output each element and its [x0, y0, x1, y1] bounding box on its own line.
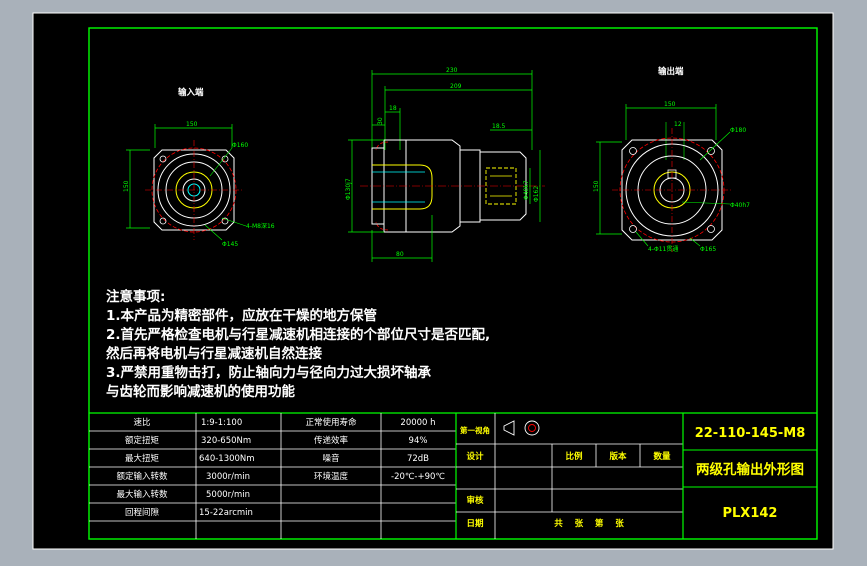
side-body-dim: 209	[450, 83, 462, 90]
side-b-dim: 30	[377, 117, 384, 125]
drawing-frame	[88, 27, 818, 540]
input-circle-dim: Φ160	[232, 142, 248, 149]
drawing-name: 两级孔输出外形图	[696, 461, 804, 478]
input-holes-dim: 4-M8深16	[246, 222, 275, 230]
spec-table: 速比 1:9-1:100 正常使用寿命 20000 h 额定扭矩 320-650…	[116, 417, 445, 518]
notes-block: 注意事项: 1.本产品为精密部件，应放在干燥的地方保管 2.首先严格检查电机与行…	[106, 288, 666, 402]
spec-cell-0-0: 速比	[133, 417, 150, 428]
spec-cell-3-3: -20℃-+90℃	[391, 472, 445, 482]
input-width-dim: 150	[186, 121, 198, 128]
notes-heading: 注意事项:	[106, 289, 166, 305]
spec-cell-1-1: 320-650Nm	[201, 436, 251, 446]
side-d2-dim: Φ162	[533, 186, 540, 202]
scale-label: 比例	[565, 451, 583, 462]
input-view-title: 输入端	[178, 87, 204, 98]
model-number: PLX142	[723, 506, 778, 521]
notes-line-5: 与齿轮而影响减速机的使用功能	[106, 384, 295, 400]
check2-label: 审核	[466, 495, 484, 506]
spec-cell-2-1: 640-1300Nm	[199, 454, 255, 464]
spec-cell-5-0: 回程间隙	[125, 507, 160, 518]
input-view: 输入端 150 150 Φ160 4-M8深16 Φ145	[123, 87, 275, 248]
spec-cell-5-1: 15-22arcmin	[199, 508, 253, 518]
side-d1-dim: Φ130j7	[345, 178, 352, 200]
spec-cell-4-0: 最大输入转数	[116, 489, 168, 500]
spec-cell-4-1: 5000r/min	[206, 490, 250, 500]
side-total-dim: 230	[446, 67, 458, 74]
drawing-code: 22-110-145-M8	[695, 426, 806, 441]
output-circle-dim: Φ180	[730, 127, 746, 134]
side-bottom-dim: 80	[396, 251, 404, 258]
spec-cell-1-3: 94%	[409, 436, 428, 446]
spec-cell-2-0: 最大扭矩	[125, 453, 160, 464]
spec-table-grid	[89, 412, 817, 539]
side-flange-dim: 18.5	[492, 123, 506, 130]
spec-cell-0-1: 1:9-1:100	[201, 418, 242, 428]
spec-cell-2-3: 72dB	[407, 454, 429, 464]
output-view: 输出端 150 150 12 Φ180 Φ40h7 4-Φ11贯通 Φ165	[593, 66, 750, 253]
spec-cell-3-1: 3000r/min	[206, 472, 250, 482]
output-key-dim: 4-Φ11贯通	[648, 245, 678, 253]
quantity-label: 数量	[653, 451, 671, 462]
notes-line-2: 2.首先严格检查电机与行星减速机相连接的个部位尺寸是否匹配,	[106, 327, 491, 343]
input-height-dim: 150	[123, 180, 130, 192]
spec-cell-1-2: 传递效率	[314, 435, 349, 446]
side-view: 230 209 18 30 18.5 Φ130j7 Φ162 Φ40k7	[345, 67, 545, 262]
notes-line-4: 3.严禁用重物击打，防止轴向力与径向力过大损坏轴承	[106, 365, 432, 381]
date-label: 日期	[466, 518, 484, 529]
title-block: 第一视角 设计 审核 日期 比例 版本 数量 共 张 第 张 22-110-14…	[460, 425, 805, 529]
drawing-sheet	[32, 12, 834, 550]
output-view-title: 输出端	[658, 66, 684, 77]
output-width-dim: 150	[664, 101, 676, 108]
output-height-dim: 150	[593, 180, 600, 192]
spec-cell-1-0: 额定扭矩	[125, 435, 160, 446]
output-a-dim: 12	[674, 121, 682, 128]
notes-line-1: 1.本产品为精密部件，应放在干燥的地方保管	[106, 308, 378, 324]
input-bolt-dim: Φ145	[222, 241, 238, 248]
projection-label: 第一视角	[460, 425, 490, 435]
spec-cell-3-0: 额定输入转数	[116, 471, 168, 482]
spec-cell-0-3: 20000 h	[400, 418, 435, 428]
design-label: 设计	[466, 451, 484, 462]
projection-symbol-icon	[503, 420, 540, 436]
notes-line-3: 然后再将电机与行星减速机自然连接	[106, 346, 322, 362]
output-bolt-dim: Φ165	[700, 246, 716, 253]
spec-cell-0-2: 正常使用寿命	[305, 417, 357, 428]
side-a-dim: 18	[389, 105, 397, 112]
version-label: 版本	[608, 451, 627, 462]
output-d-dim: Φ40h7	[730, 202, 750, 209]
side-d3-dim: Φ40k7	[523, 180, 530, 200]
spec-cell-3-2: 环境温度	[314, 471, 349, 482]
spec-cell-2-2: 噪音	[322, 453, 340, 464]
sheets-label: 共 张 第 张	[554, 518, 624, 529]
